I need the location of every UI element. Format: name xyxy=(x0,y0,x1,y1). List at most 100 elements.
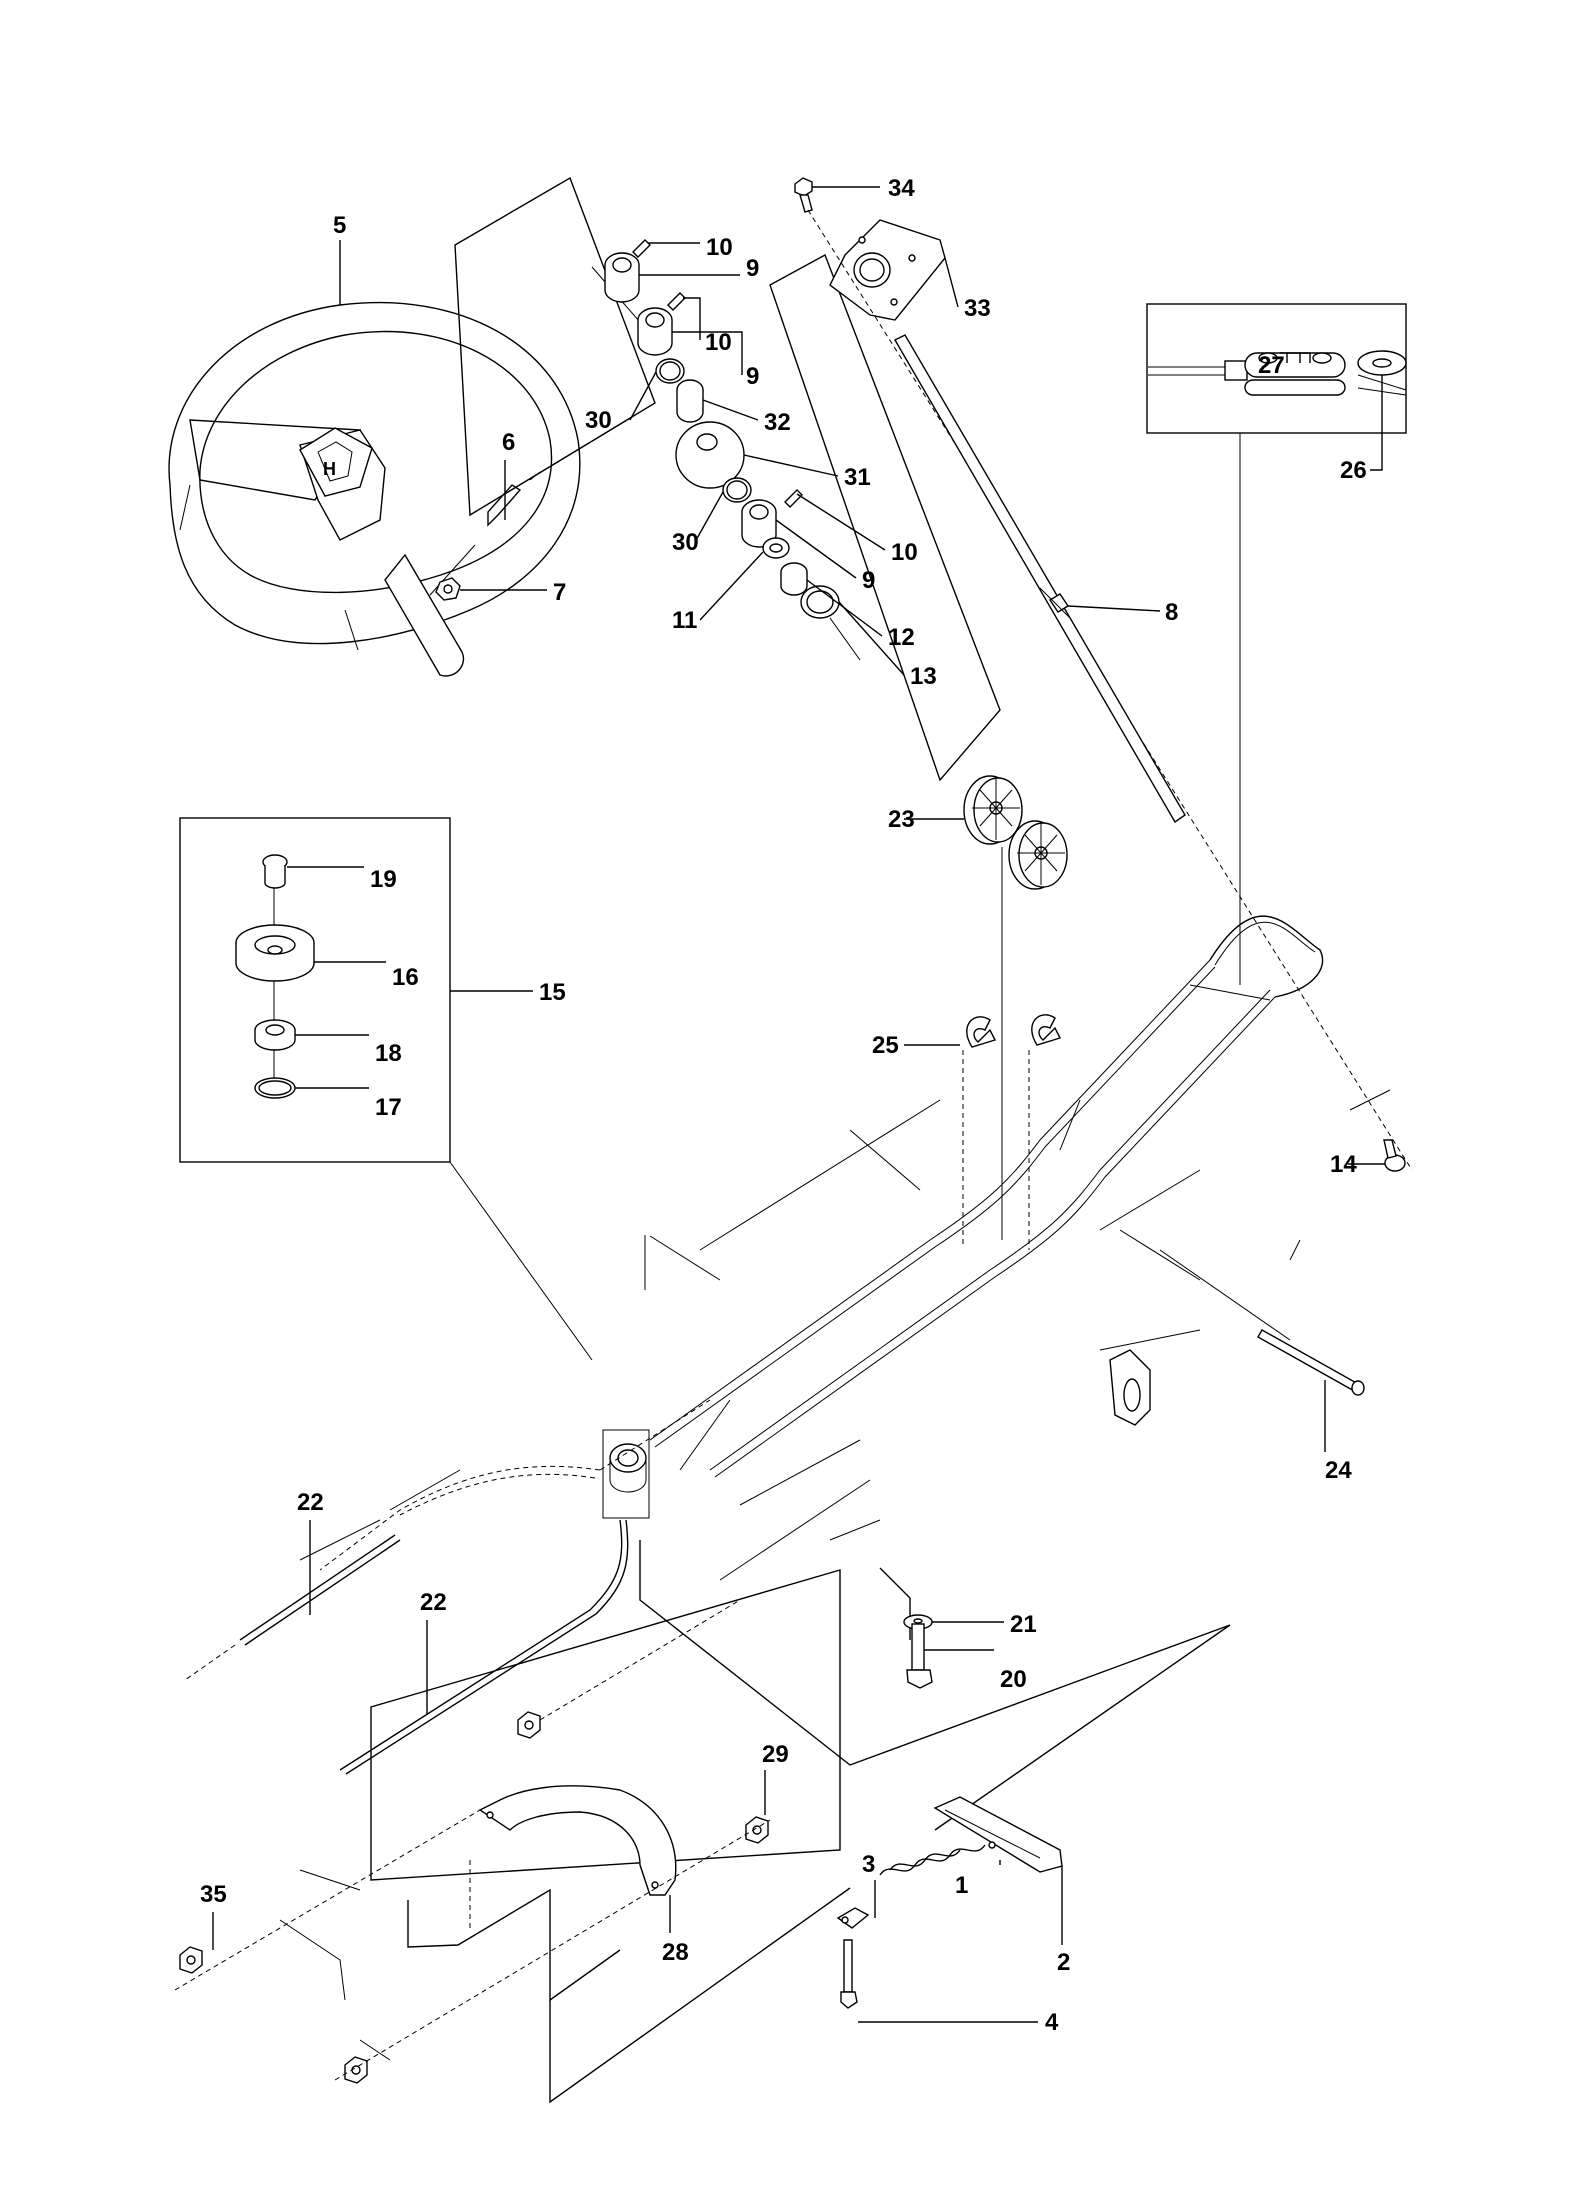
callout-22: 22 xyxy=(420,1589,447,1715)
chain-detail-box xyxy=(1146,303,1407,434)
lower-panel-left xyxy=(370,1569,841,1881)
bolt-14 xyxy=(1383,1139,1406,1172)
callout-label: 30 xyxy=(585,407,612,434)
callout-17: 17 xyxy=(295,1087,402,1121)
callout-11: 11 xyxy=(672,551,764,634)
callout-32: 32 xyxy=(702,399,791,436)
callout-leader xyxy=(683,297,701,340)
callout-9: 9 xyxy=(672,331,759,390)
callout-20: 20 xyxy=(924,1649,1027,1693)
pulleys-23 xyxy=(963,775,1068,1240)
callout-2: 2 xyxy=(1057,1866,1070,1976)
callout-34: 34 xyxy=(812,175,915,202)
callout-label: 13 xyxy=(910,663,937,690)
callout-label: 32 xyxy=(764,409,791,436)
column-stack xyxy=(591,239,861,661)
callout-22: 22 xyxy=(297,1489,324,1615)
callout-leader xyxy=(775,519,857,579)
callout-label: 10 xyxy=(706,234,733,261)
callout-29: 29 xyxy=(762,1741,789,1815)
callout-label: 3 xyxy=(862,1851,875,1878)
callout-23: 23 xyxy=(888,806,964,833)
callout-label: 21 xyxy=(1010,1611,1037,1638)
chassis-fragments xyxy=(279,984,1391,2061)
steering-column-panel-left xyxy=(454,176,656,517)
callout-leader xyxy=(796,493,886,551)
callout-26: 26 xyxy=(1340,375,1383,484)
pulley-boss xyxy=(609,1443,647,1493)
callout-30: 30 xyxy=(672,491,724,556)
callout-label: 9 xyxy=(746,363,759,390)
spring-assembly xyxy=(836,1796,1063,2009)
cables-22 xyxy=(184,1519,629,1775)
callout-label: 34 xyxy=(888,175,915,202)
nuts xyxy=(179,1711,769,2084)
callout-leader xyxy=(743,454,839,477)
callout-leader xyxy=(629,371,657,421)
lower-panel-right xyxy=(639,1540,1231,1831)
callout-label: 28 xyxy=(662,1939,689,1966)
callout-label: 23 xyxy=(888,806,915,833)
callout-leader xyxy=(1370,375,1383,471)
chain-detail xyxy=(1148,350,1407,396)
callout-label: 20 xyxy=(1000,1666,1027,1693)
callout-25: 25 xyxy=(872,1032,960,1059)
callout-label: 9 xyxy=(862,567,875,594)
callout-27: 27 xyxy=(1258,352,1311,379)
bolt-20-washer-21 xyxy=(903,1614,933,1689)
callout-leader xyxy=(1067,605,1161,612)
callout-label: 22 xyxy=(420,1589,447,1616)
callout-label: 2 xyxy=(1057,1949,1070,1976)
steering-shaft xyxy=(894,334,1186,824)
callout-13: 13 xyxy=(838,601,937,690)
callout-leader xyxy=(672,331,743,375)
callout-leader xyxy=(944,257,959,308)
callout-leader xyxy=(702,399,759,421)
e-clips-25 xyxy=(962,1014,1061,1250)
callout-label: 1 xyxy=(955,1872,968,1899)
axle-pin-24 xyxy=(1257,1329,1365,1396)
callout-label: 10 xyxy=(891,539,918,566)
callout-leader xyxy=(1280,352,1311,363)
pulley-kit-pointer xyxy=(449,1161,593,1361)
callout-label: 22 xyxy=(297,1489,324,1516)
callout-16: 16 xyxy=(314,961,419,991)
callout-label: 31 xyxy=(844,464,871,491)
callout-9: 9 xyxy=(775,519,875,594)
callout-24: 24 xyxy=(1324,1380,1352,1484)
callout-5: 5 xyxy=(333,212,346,305)
stud-and-nut xyxy=(429,471,541,601)
callout-10: 10 xyxy=(648,234,733,261)
callout-18: 18 xyxy=(295,1034,402,1067)
mounting-plate xyxy=(829,219,946,321)
callout-label: 17 xyxy=(375,1094,402,1121)
callout-leader xyxy=(694,491,724,543)
callout-7: 7 xyxy=(460,579,566,606)
callout-15: 15 xyxy=(450,979,566,1006)
callout-label: 10 xyxy=(705,329,732,356)
callout-layer: 1234567899910101011121314151617181920212… xyxy=(200,175,1385,2036)
callout-label: 35 xyxy=(200,1881,227,1908)
callout-14: 14 xyxy=(1330,1151,1385,1178)
callout-10: 10 xyxy=(683,297,732,356)
callout-3: 3 xyxy=(862,1851,876,1918)
clamp-28 xyxy=(478,1785,677,1896)
pulley-boss-box xyxy=(602,1429,650,1519)
callout-label: 12 xyxy=(888,624,915,651)
callout-label: 33 xyxy=(964,295,991,322)
callout-label: 9 xyxy=(746,255,759,282)
frame-rails xyxy=(649,915,1324,1478)
callout-35: 35 xyxy=(200,1881,227,1950)
callout-8: 8 xyxy=(1067,599,1178,626)
steering-column-panel-right xyxy=(769,254,1001,782)
callout-leader xyxy=(699,551,764,621)
callout-21: 21 xyxy=(932,1611,1037,1638)
callout-label: 24 xyxy=(1325,1457,1352,1484)
pulley-kit-box xyxy=(179,817,451,1163)
pulley-kit-parts xyxy=(235,854,315,1099)
callout-9: 9 xyxy=(639,255,759,282)
callout-19: 19 xyxy=(287,866,397,893)
callout-label: 14 xyxy=(1330,1151,1357,1178)
callout-30: 30 xyxy=(585,371,657,434)
